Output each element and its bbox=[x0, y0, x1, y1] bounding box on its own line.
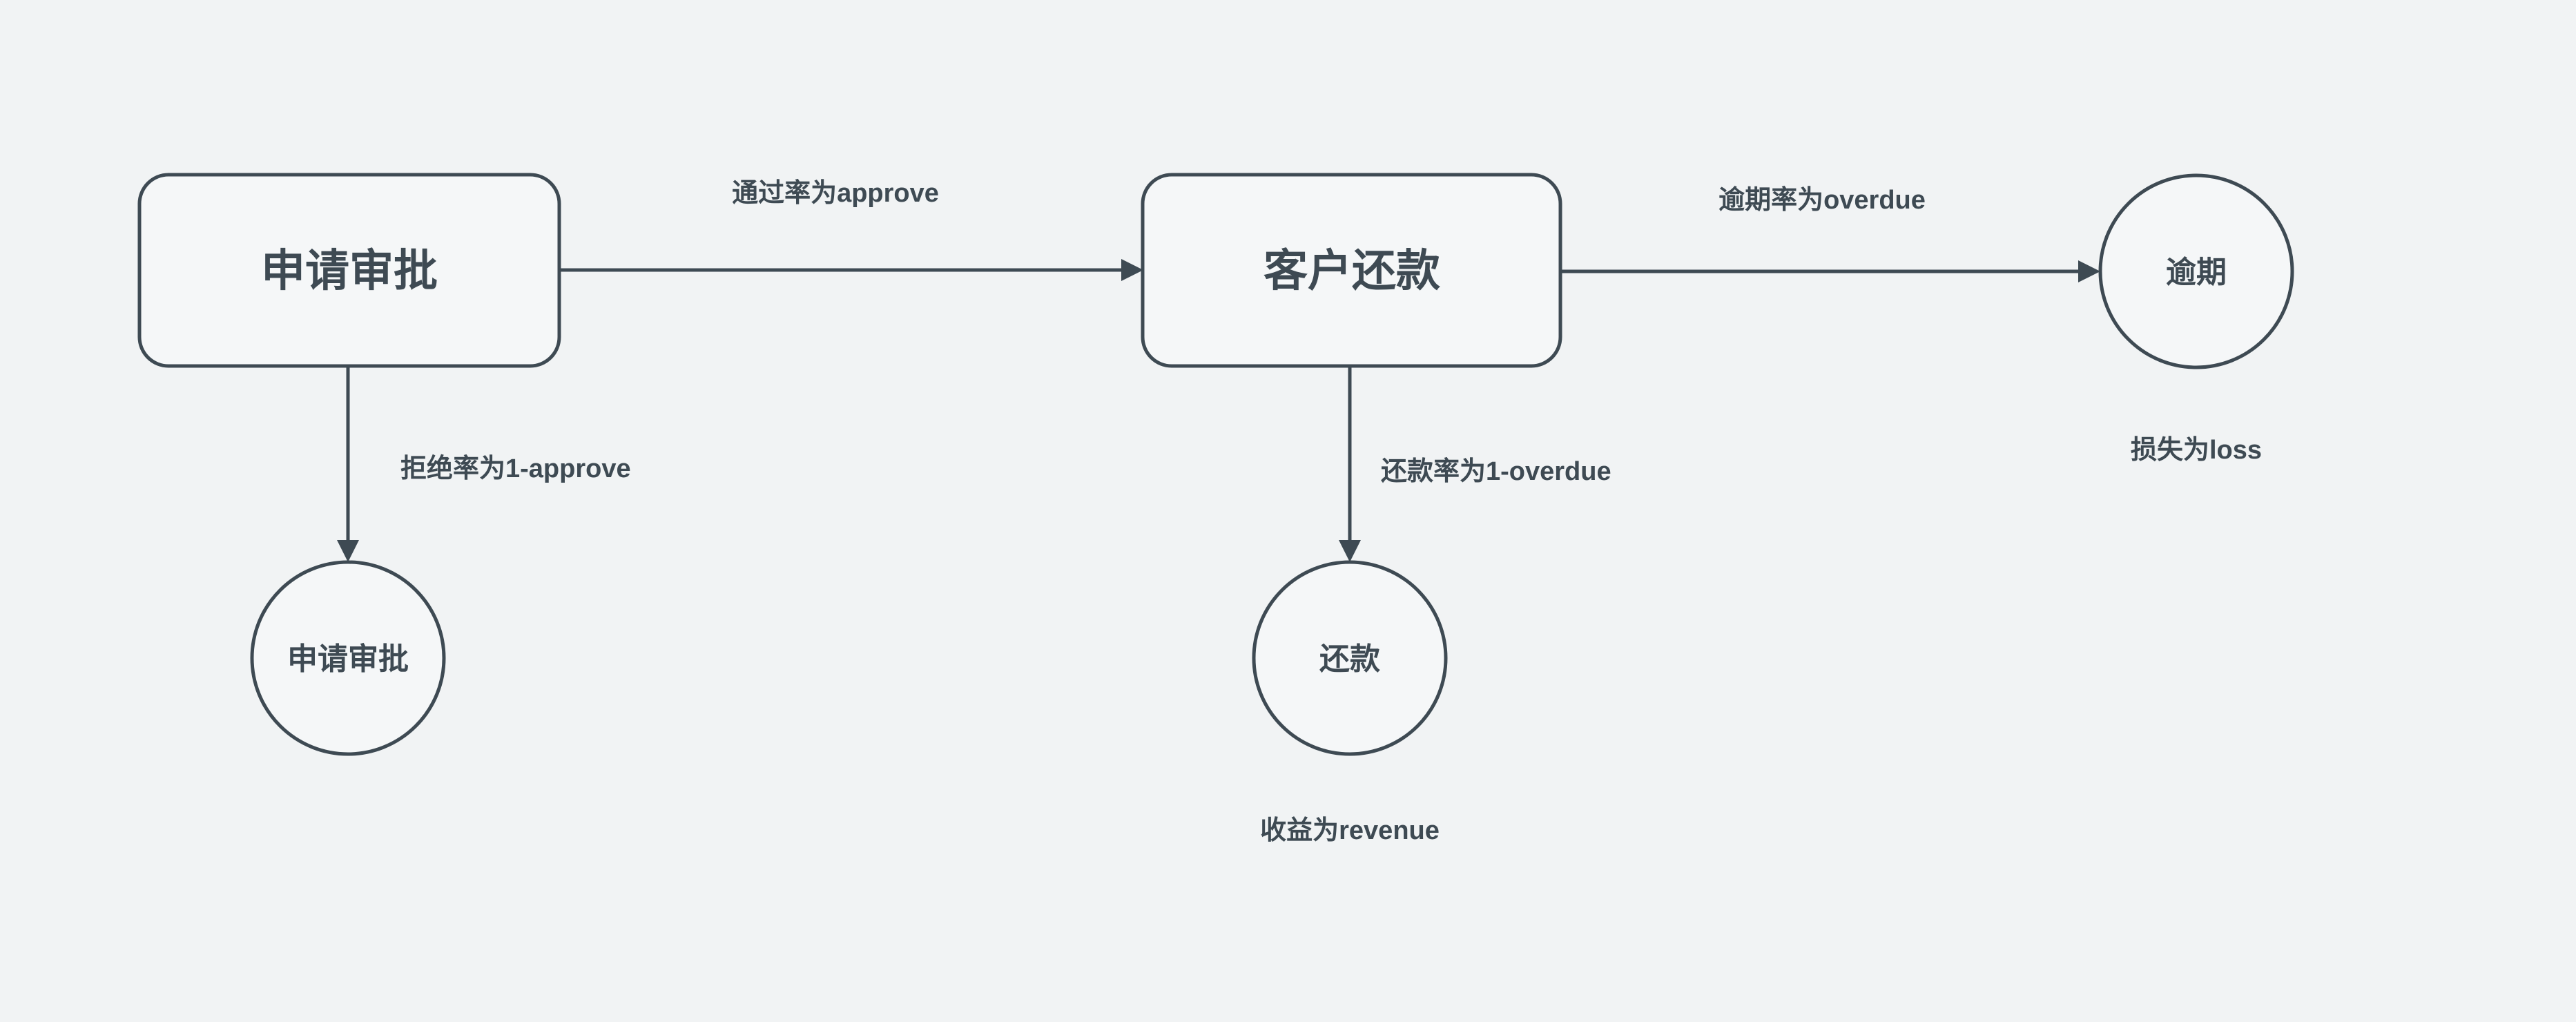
edge-overdue-label: 逾期率为overdue bbox=[1718, 186, 1926, 215]
node-customer-repayment-process-label: 客户还款 bbox=[1263, 246, 1440, 296]
node-repayment-terminal-label: 还款 bbox=[1319, 642, 1380, 676]
node-application-approval-terminal[interactable]: 申请审批 bbox=[250, 560, 446, 756]
edge-reject-label: 拒绝率为1-approve bbox=[400, 454, 631, 483]
edge-repay-label: 还款率为1-overdue bbox=[1381, 457, 1611, 486]
revenue-annotation: 收益为revenue bbox=[1260, 816, 1440, 845]
node-repayment-terminal[interactable]: 还款 bbox=[1252, 560, 1448, 756]
node-customer-repayment-process-shape bbox=[1141, 173, 1562, 368]
arrow-right-icon bbox=[2078, 260, 2100, 282]
node-overdue-terminal[interactable]: 逾期 bbox=[2098, 173, 2294, 369]
edge-reject[interactable]: 拒绝率为1-approve bbox=[337, 366, 631, 562]
node-overdue-terminal-label: 逾期 bbox=[2166, 256, 2227, 289]
edge-approve-label: 通过率为approve bbox=[732, 179, 939, 208]
edge-overdue[interactable]: 逾期率为overdue bbox=[1560, 186, 2100, 282]
edge-approve[interactable]: 通过率为approve bbox=[559, 179, 1143, 281]
node-application-approval-process-label: 申请审批 bbox=[261, 246, 438, 296]
node-application-approval-process[interactable]: 申请审批 bbox=[137, 173, 561, 368]
arrow-down-icon bbox=[1339, 540, 1361, 562]
node-repayment-terminal-shape bbox=[1252, 560, 1448, 756]
edge-repay[interactable]: 还款率为1-overdue bbox=[1339, 366, 1611, 562]
node-application-approval-terminal-shape bbox=[250, 560, 446, 756]
node-customer-repayment-process[interactable]: 客户还款 bbox=[1141, 173, 1562, 368]
node-overdue-terminal-shape bbox=[2098, 173, 2294, 369]
node-application-approval-process-shape bbox=[137, 173, 561, 368]
node-application-approval-terminal-label: 申请审批 bbox=[287, 642, 409, 676]
arrow-right-icon bbox=[1121, 259, 1143, 281]
loss-annotation: 损失为loss bbox=[2131, 436, 2262, 465]
arrow-down-icon bbox=[337, 540, 359, 562]
